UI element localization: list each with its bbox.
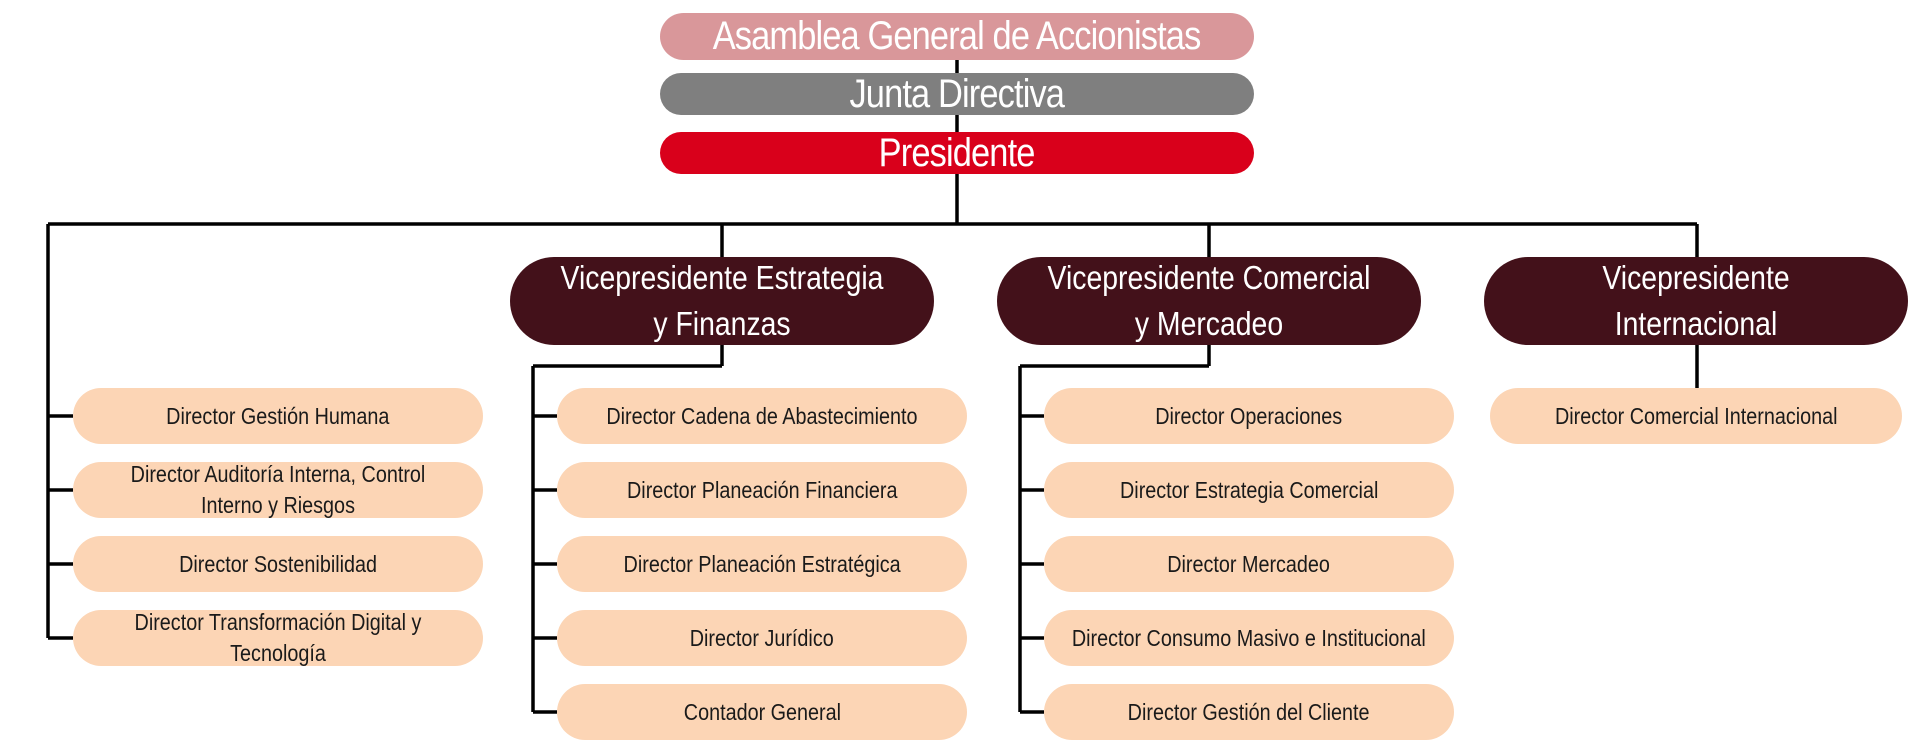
president-label: Presidente: [879, 130, 1036, 175]
president-box: Presidente: [660, 130, 1254, 175]
board-of-directors-box: Junta Directiva: [660, 71, 1254, 116]
director-mass-consumption-box: Director Consumo Masivo e Institucional: [1044, 610, 1454, 666]
director-customer-management-box: Director Gestión del Cliente: [1044, 684, 1454, 740]
vp-label: Vicepresidente Comercial y Mercadeo: [1047, 259, 1371, 342]
director-label: Contador General: [683, 698, 841, 725]
director-label: Director Cadena de Abastecimiento: [606, 402, 918, 429]
director-digital-transformation-box: Director Transformación Digital y Tecnol…: [73, 609, 483, 666]
director-marketing-box: Director Mercadeo: [1044, 536, 1454, 592]
director-label: Director Operaciones: [1155, 402, 1343, 429]
director-sustainability-box: Director Sostenibilidad: [73, 536, 483, 592]
director-financial-planning-box: Director Planeación Financiera: [557, 462, 967, 518]
director-label: Director Comercial Internacional: [1554, 402, 1838, 429]
director-label: Director Gestión del Cliente: [1128, 698, 1370, 725]
director-international-commercial-box: Director Comercial Internacional: [1490, 388, 1902, 444]
director-supply-chain-box: Director Cadena de Abastecimiento: [557, 388, 967, 444]
vp-label: Vicepresidente Estrategia y Finanzas: [560, 259, 884, 342]
director-label: Director Sostenibilidad: [179, 550, 377, 577]
director-internal-audit-box: Director Auditoría Interna, Control Inte…: [73, 461, 483, 518]
director-human-management-box: Director Gestión Humana: [73, 388, 483, 444]
vp-strategy-finance-box: Vicepresidente Estrategia y Finanzas: [510, 257, 934, 345]
board-of-directors-label: Junta Directiva: [849, 71, 1065, 116]
vp-label: Vicepresidente Internacional: [1602, 259, 1790, 342]
director-commercial-strategy-box: Director Estrategia Comercial: [1044, 462, 1454, 518]
director-strategic-planning-box: Director Planeación Estratégica: [557, 536, 967, 592]
shareholders-assembly-box: Asamblea General de Accionistas: [660, 13, 1254, 60]
director-label: Director Transformación Digital y Tecnol…: [134, 609, 422, 666]
director-label: Director Gestión Humana: [166, 402, 390, 429]
vp-international-box: Vicepresidente Internacional: [1484, 257, 1908, 345]
general-accountant-box: Contador General: [557, 684, 967, 740]
director-legal-box: Director Jurídico: [557, 610, 967, 666]
director-label: Director Planeación Financiera: [626, 476, 898, 503]
director-label: Director Mercadeo: [1167, 550, 1331, 577]
director-operations-box: Director Operaciones: [1044, 388, 1454, 444]
director-label: Director Consumo Masivo e Institucional: [1072, 624, 1426, 651]
director-label: Director Planeación Estratégica: [623, 550, 901, 577]
director-label: Director Jurídico: [690, 624, 834, 651]
director-label: Director Auditoría Interna, Control Inte…: [130, 461, 426, 518]
director-label: Director Estrategia Comercial: [1119, 476, 1379, 503]
vp-commercial-marketing-box: Vicepresidente Comercial y Mercadeo: [997, 257, 1421, 345]
shareholders-assembly-label: Asamblea General de Accionistas: [713, 14, 1202, 58]
